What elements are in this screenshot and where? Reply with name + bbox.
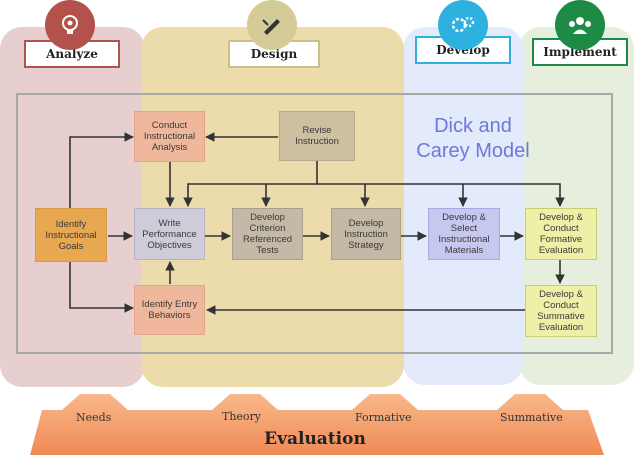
- evaluation-needs: Needs: [76, 411, 112, 424]
- node-conduct-instructional-analysis[interactable]: Conduct Instructional Analysis: [134, 111, 205, 162]
- design-label: Design: [250, 47, 298, 61]
- evaluation-theory: Theory: [222, 410, 262, 423]
- node-label: Identify Entry Behaviors: [141, 299, 198, 321]
- node-label: Revise Instruction: [295, 125, 339, 147]
- node-develop-conduct-summative-evaluation[interactable]: Develop & Conduct Summative Evaluation: [525, 285, 597, 337]
- pen-quill-icon: [262, 19, 280, 35]
- evaluation-title: Evaluation: [264, 429, 366, 449]
- analyze-label: Analyze: [46, 47, 98, 61]
- lightbulb-gear-icon: [62, 15, 78, 34]
- model-title: Dick and Carey Model: [416, 115, 530, 162]
- node-develop-instruction-strategy[interactable]: Develop Instruction Strategy: [331, 208, 401, 260]
- analyze-icon-circle: [45, 0, 95, 50]
- node-identify-instructional-goals[interactable]: Identify Instructional Goals: [35, 208, 107, 262]
- node-revise-instruction[interactable]: Revise Instruction: [279, 111, 355, 161]
- node-write-performance-objectives[interactable]: Write Performance Objectives: [134, 208, 205, 260]
- implement-icon-circle: [555, 0, 605, 50]
- develop-icon-circle: [438, 0, 488, 50]
- node-develop-select-instructional-materials[interactable]: Develop & Select Instructional Materials: [428, 208, 500, 260]
- node-label: Develop & Conduct Formative Evaluation: [538, 212, 584, 256]
- node-label: Develop Criterion Referenced Tests: [242, 212, 293, 256]
- node-label: Write Performance Objectives: [142, 217, 197, 251]
- node-develop-conduct-formative-evaluation[interactable]: Develop & Conduct Formative Evaluation: [525, 208, 597, 260]
- node-label: Develop & Conduct Summative Evaluation: [537, 289, 585, 333]
- implement-label: Implement: [543, 45, 617, 59]
- node-develop-criterion-referenced-tests[interactable]: Develop Criterion Referenced Tests: [232, 208, 303, 260]
- evaluation-formative: Formative: [355, 411, 412, 424]
- node-identify-entry-behaviors[interactable]: Identify Entry Behaviors: [134, 285, 205, 335]
- team-people-icon: [569, 17, 591, 34]
- model-frame: [16, 93, 613, 354]
- node-label: Develop Instruction Strategy: [344, 217, 388, 251]
- evaluation-summative: Summative: [500, 411, 563, 424]
- gears-icon: [451, 16, 475, 33]
- node-label: Identify Instructional Goals: [45, 218, 97, 252]
- node-label: Develop & Select Instructional Materials: [438, 212, 490, 256]
- analyze-column: [0, 27, 145, 387]
- node-label: Conduct Instructional Analysis: [143, 120, 196, 153]
- design-icon-circle: [247, 0, 297, 50]
